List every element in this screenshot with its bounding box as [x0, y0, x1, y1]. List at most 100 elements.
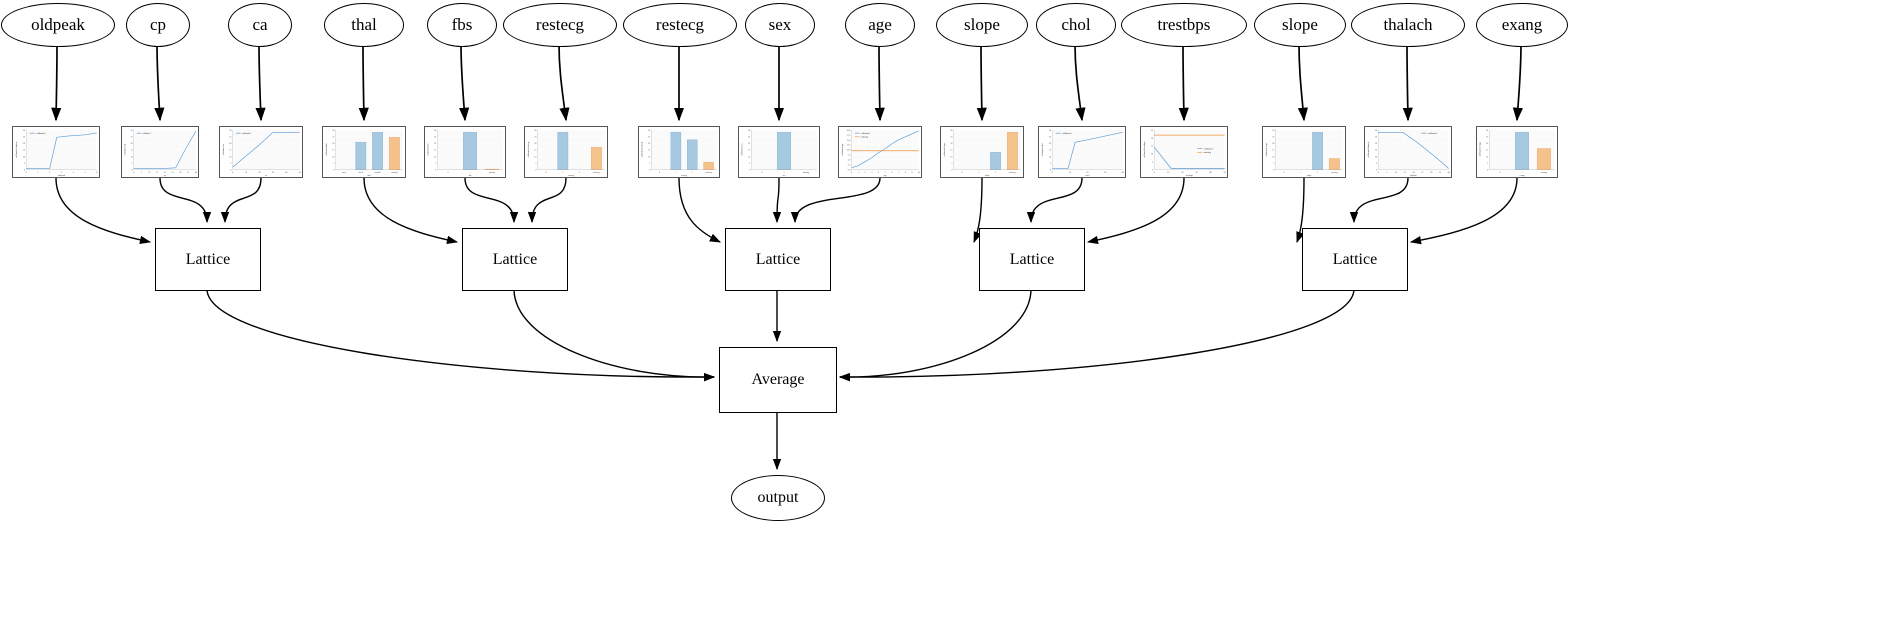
svg-text:5: 5: [1386, 172, 1388, 174]
svg-text:chol: chol: [1085, 175, 1089, 177]
svg-text:2: 2: [49, 172, 50, 174]
svg-text:calibrated chol: calibrated chol: [1042, 143, 1044, 157]
svg-text:missing: missing: [1009, 171, 1015, 174]
svg-text:15: 15: [950, 150, 953, 152]
svg-text:15: 15: [23, 150, 26, 152]
svg-text:calibrated: calibrated: [143, 133, 152, 135]
svg-text:20.0: 20.0: [847, 130, 852, 132]
svg-text:30: 30: [179, 172, 181, 174]
svg-text:fbs: fbs: [469, 174, 472, 177]
lattice-node-3[interactable]: Lattice: [979, 228, 1085, 291]
svg-text:20: 20: [950, 143, 953, 145]
feature-node-ca-2[interactable]: ca: [228, 3, 292, 47]
feature-node-label: ca: [252, 15, 268, 34]
svg-text:20: 20: [332, 143, 335, 145]
lattice-node-4[interactable]: Lattice: [1302, 228, 1408, 291]
svg-text:0: 0: [1500, 172, 1501, 174]
lattice-node-0[interactable]: Lattice: [155, 228, 261, 291]
output-node[interactable]: output: [731, 475, 825, 521]
svg-text:0: 0: [1050, 170, 1052, 172]
svg-text:1: 1: [1300, 172, 1301, 174]
svg-text:30: 30: [1375, 130, 1378, 132]
feature-node-label: chol: [1061, 15, 1091, 34]
svg-text:calibrated thalach: calibrated thalach: [1368, 141, 1370, 158]
svg-text:25: 25: [534, 136, 537, 138]
svg-text:10: 10: [1272, 156, 1275, 158]
svg-text:2: 2: [692, 172, 693, 174]
lattice-node-1[interactable]: Lattice: [462, 228, 568, 291]
svg-text:6: 6: [96, 172, 98, 174]
svg-text:cp: cp: [164, 175, 166, 177]
lattice-node-2[interactable]: Lattice: [725, 228, 831, 291]
svg-text:0: 0: [1283, 172, 1284, 174]
svg-text:25: 25: [1049, 136, 1052, 138]
svg-text:10.0: 10.0: [847, 150, 852, 152]
svg-text:25: 25: [950, 136, 953, 138]
svg-text:20: 20: [434, 143, 437, 145]
feature-node-trestbps-11[interactable]: trestbps: [1121, 3, 1247, 47]
svg-text:0: 0: [951, 170, 953, 172]
feature-node-label: fbs: [451, 15, 473, 34]
svg-text:15: 15: [332, 150, 335, 152]
feature-node-sex-7[interactable]: sex: [745, 3, 815, 47]
svg-text:1: 1: [470, 172, 471, 174]
svg-text:missing: missing: [1541, 171, 1547, 174]
feature-node-label: thalach: [1383, 15, 1433, 34]
svg-text:1: 1: [858, 172, 859, 174]
feature-node-restecg-5[interactable]: restecg: [502, 3, 618, 47]
svg-text:areal: areal: [342, 172, 346, 174]
svg-text:0: 0: [232, 172, 234, 174]
svg-text:20: 20: [23, 143, 26, 145]
average-node-label: Average: [751, 371, 805, 388]
svg-text:20: 20: [1181, 172, 1184, 174]
svg-text:missing: missing: [861, 136, 869, 139]
average-node[interactable]: Average: [719, 347, 837, 413]
svg-text:25: 25: [23, 136, 26, 138]
svg-text:0: 0: [649, 170, 651, 172]
svg-text:10: 10: [148, 172, 150, 174]
svg-text:exang: exang: [1520, 174, 1526, 177]
feature-node-cp-1[interactable]: cp: [126, 3, 190, 47]
svg-text:5: 5: [535, 163, 537, 165]
svg-text:10: 10: [918, 172, 921, 174]
svg-text:5: 5: [435, 163, 437, 165]
svg-text:1: 1: [675, 172, 676, 174]
feature-node-label: cp: [149, 15, 167, 34]
feature-node-thal-3[interactable]: thal: [323, 3, 405, 47]
svg-text:calibrated: calibrated: [1428, 133, 1438, 135]
svg-text:thal: thal: [368, 175, 372, 177]
svg-text:25: 25: [1375, 136, 1378, 138]
feature-node-slope-12[interactable]: slope: [1254, 3, 1346, 47]
feature-node-chol-10[interactable]: chol: [1035, 3, 1117, 47]
lattice-node-label: Lattice: [492, 250, 538, 268]
svg-text:missing: missing: [593, 171, 599, 174]
feature-node-exang-14[interactable]: exang: [1476, 3, 1568, 47]
feature-node-fbs-4[interactable]: fbs: [427, 3, 497, 47]
svg-text:20: 20: [1049, 143, 1052, 145]
svg-text:restecg: restecg: [681, 174, 688, 177]
svg-text:7.5: 7.5: [848, 155, 852, 157]
svg-text:0: 0: [762, 172, 763, 174]
feature-node-oldpeak-0[interactable]: oldpeak: [0, 3, 116, 47]
feature-node-restecg-6[interactable]: restecg: [622, 3, 738, 47]
svg-text:15: 15: [434, 150, 437, 152]
feature-node-thalach-13[interactable]: thalach: [1350, 3, 1466, 47]
feature-node-slope-9[interactable]: slope: [936, 3, 1028, 47]
feature-node-age-8[interactable]: age: [845, 3, 915, 47]
svg-text:0: 0: [1154, 172, 1156, 174]
